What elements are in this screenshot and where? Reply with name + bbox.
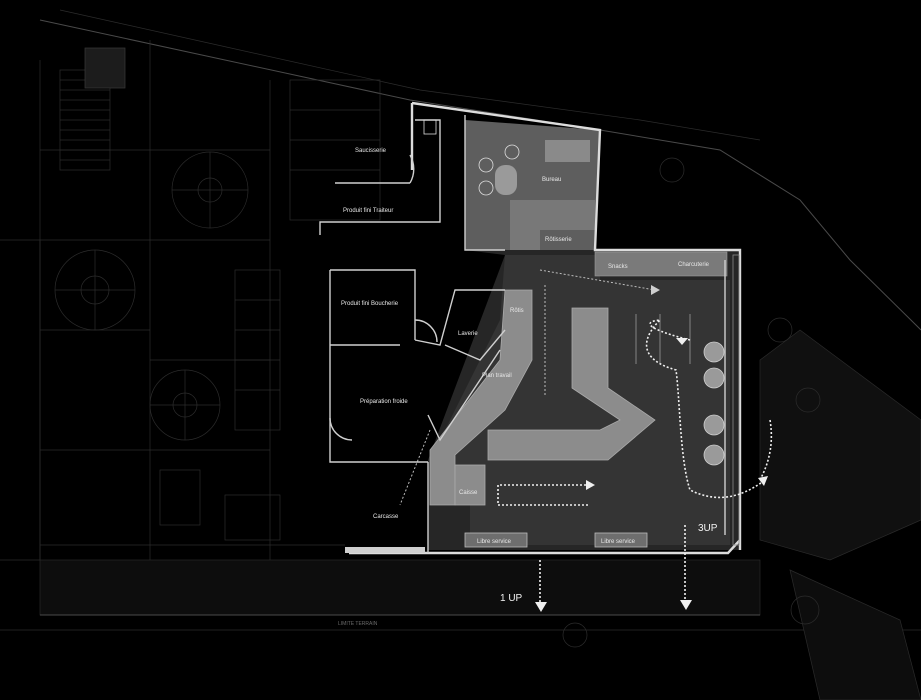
label-caisse: Caisse <box>459 490 478 496</box>
walls <box>319 101 742 555</box>
label-laverie: Laverie <box>458 331 478 337</box>
self-service-bay-1 <box>464 532 528 548</box>
label-libre-service-2: Libre service <box>601 539 636 545</box>
label-access-3up: 3UP <box>698 523 718 534</box>
label-rotisserie: Rôtisserie <box>545 237 572 243</box>
context-linework <box>0 9 921 700</box>
label-preparation-froide: Préparation froide <box>360 399 408 405</box>
stool <box>703 341 725 363</box>
label-saucisserie: Saucisserie <box>355 148 387 154</box>
sink-icon <box>423 119 437 135</box>
office-chair <box>478 180 494 196</box>
counter-snacks-charcuterie <box>594 251 728 277</box>
label-rotis: Rôtis <box>510 308 524 314</box>
cash-desk <box>454 464 486 506</box>
room-labels: Saucisserie Produit fini Traiteur Bureau… <box>338 148 718 627</box>
fixtures <box>423 119 725 466</box>
label-charcuterie: Charcuterie <box>678 262 710 268</box>
office-chair <box>504 144 520 160</box>
circulation-arrows <box>399 269 773 612</box>
label-carcasse: Carcasse <box>373 514 399 520</box>
self-service-bay-2 <box>594 532 648 548</box>
service-counters <box>429 289 656 548</box>
office-chair <box>478 157 494 173</box>
label-bureau: Bureau <box>542 177 561 183</box>
label-snacks: Snacks <box>608 264 628 270</box>
stool <box>703 367 725 389</box>
label-plan-travail: Plan travail <box>482 373 512 379</box>
stool <box>703 444 725 466</box>
central-v-counter <box>487 307 656 461</box>
label-limite-terrain: LIMITE TERRAIN <box>338 621 378 627</box>
label-libre-service-1: Libre service <box>477 539 512 545</box>
office-table <box>495 165 517 195</box>
stool <box>703 414 725 436</box>
label-produit-fini-boucherie: Produit fini Boucherie <box>341 301 399 307</box>
label-access-1up: 1 UP <box>500 593 523 604</box>
label-produit-fini-traiteur: Produit fini Traiteur <box>343 208 393 214</box>
